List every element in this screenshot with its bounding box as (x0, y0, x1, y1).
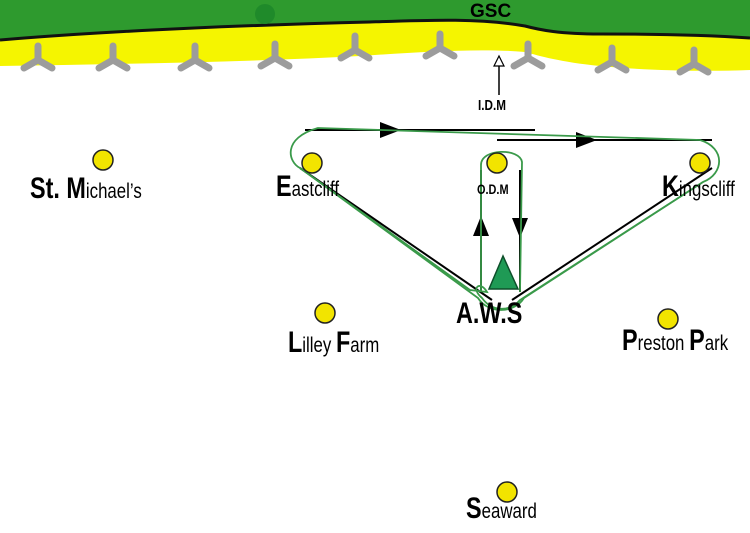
village-dot-icon (689, 152, 711, 174)
coastline (0, 18, 750, 42)
village-dot-icon (301, 152, 323, 174)
groyne-icon (257, 40, 293, 70)
groyne-icon (95, 42, 131, 72)
groyne-icon (177, 42, 213, 72)
grass-area (0, 0, 750, 40)
arrow-down-icon (512, 218, 528, 238)
groyne-row (20, 30, 712, 76)
route-loop-inner (299, 150, 704, 311)
groyne-icon (337, 32, 373, 62)
place-lilley-farm: Lilley Farm (288, 326, 380, 359)
groyne-icon (422, 30, 458, 60)
groyne-icon (20, 42, 56, 72)
coast-label: GSC (470, 1, 512, 22)
idm-label: I.D.M (478, 97, 506, 114)
village-dot-icon (496, 481, 518, 503)
groyne-icon (594, 44, 630, 74)
odm-label: O.D.M (477, 181, 509, 197)
place-kingscliff: Kingscliff (662, 170, 735, 203)
tree-icon (255, 4, 275, 24)
village-dot-icon (314, 302, 336, 324)
arrow-up-icon (493, 54, 505, 67)
village-dot-icon (657, 308, 679, 330)
place-seaward: Seaward (466, 492, 537, 525)
village-markers (92, 149, 711, 503)
place-eastcliff: Eastcliff (276, 170, 340, 203)
groyne-icon (510, 40, 546, 70)
place-preston-park: Preston Park (622, 324, 729, 357)
arrowheads (380, 54, 597, 238)
village-dot-icon (486, 152, 508, 174)
hub-triangle-icon (487, 254, 520, 290)
village-dot-icon (92, 149, 114, 171)
groyne-icon (676, 46, 712, 76)
arrow-right-icon (576, 132, 597, 148)
hub-label: A.W.S (456, 297, 523, 330)
place-st-michaels: St. Michael’s (30, 172, 142, 205)
route-kingscliff-aws (511, 167, 713, 301)
